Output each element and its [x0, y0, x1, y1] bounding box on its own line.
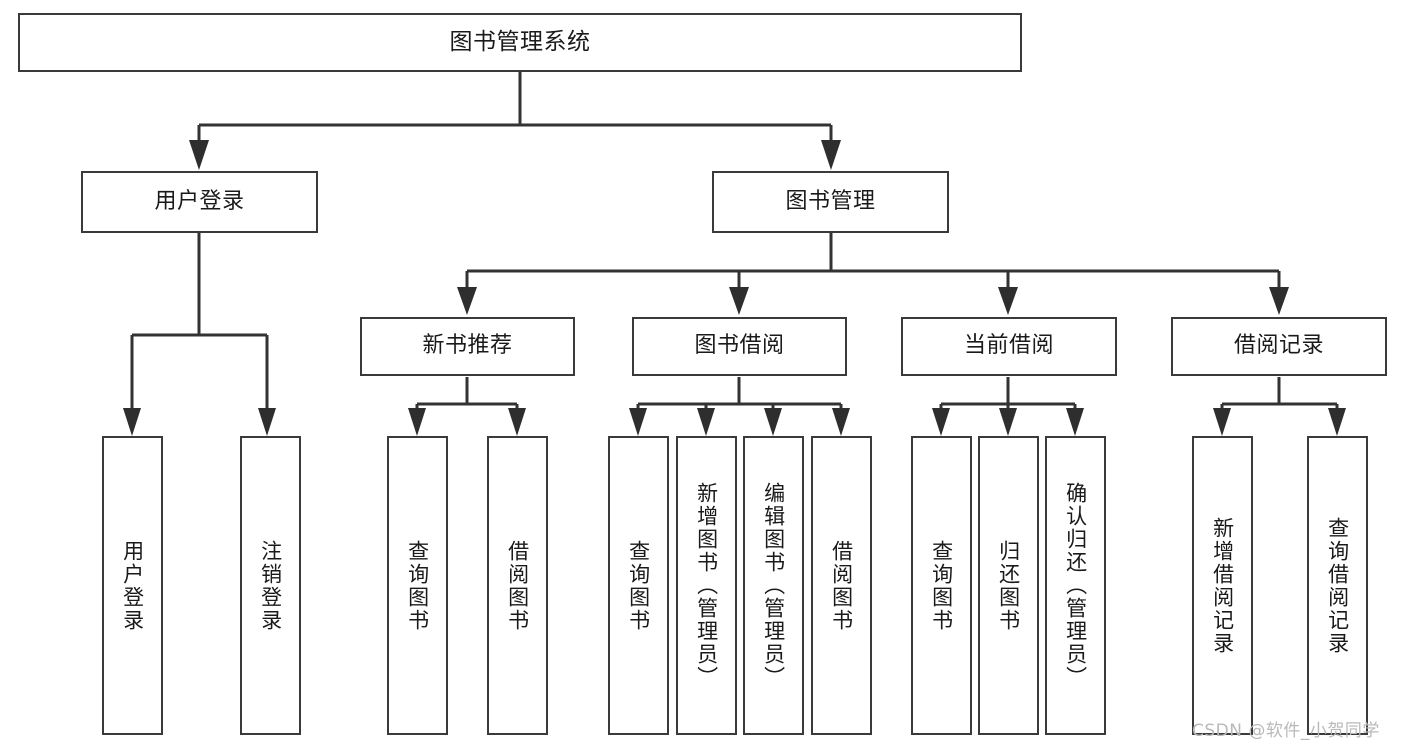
- leaf-new-book-query[interactable]: 查询图书: [387, 436, 448, 735]
- leaf-borrow-record-add[interactable]: 新增借阅记录: [1192, 436, 1253, 735]
- node-new-book-recommend-label: 新书推荐: [422, 333, 513, 359]
- leaf-borrow-record-query-label: 查询借阅记录: [1325, 516, 1350, 655]
- leaf-book-borrow-borrow-label: 借阅图书: [829, 539, 854, 632]
- node-book-borrow-label: 图书借阅: [694, 333, 785, 359]
- leaf-book-borrow-query-label: 查询图书: [626, 539, 651, 632]
- node-root[interactable]: 图书管理系统: [18, 13, 1022, 72]
- leaf-book-borrow-borrow[interactable]: 借阅图书: [811, 436, 872, 735]
- node-book-borrow[interactable]: 图书借阅: [632, 317, 847, 376]
- node-user-login-label: 用户登录: [154, 188, 245, 214]
- leaf-book-borrow-edit[interactable]: 编辑图书（管理员）: [743, 436, 804, 735]
- leaf-new-book-query-label: 查询图书: [405, 539, 430, 632]
- leaf-book-borrow-query[interactable]: 查询图书: [608, 436, 669, 735]
- leaf-book-borrow-add-label: 新增图书（管理员）: [694, 482, 719, 689]
- leaf-current-borrow-return-label: 归还图书: [996, 539, 1021, 632]
- node-borrow-record-label: 借阅记录: [1233, 333, 1324, 359]
- node-new-book-recommend[interactable]: 新书推荐: [360, 317, 575, 376]
- leaf-current-borrow-query-label: 查询图书: [929, 539, 954, 632]
- leaf-current-borrow-confirm-return[interactable]: 确认归还（管理员）: [1045, 436, 1106, 735]
- csdn-watermark: CSDN @软件_小贺同学: [1192, 721, 1380, 741]
- leaf-current-borrow-confirm-return-label: 确认归还（管理员）: [1063, 482, 1088, 689]
- leaf-user-login-signin-label: 用户登录: [120, 539, 145, 632]
- node-current-borrow-label: 当前借阅: [963, 333, 1054, 359]
- leaf-user-login-signout-label: 注销登录: [258, 539, 283, 632]
- node-root-label: 图书管理系统: [449, 29, 591, 56]
- leaf-current-borrow-return[interactable]: 归还图书: [978, 436, 1039, 735]
- node-book-management[interactable]: 图书管理: [712, 171, 949, 233]
- leaf-user-login-signout[interactable]: 注销登录: [240, 436, 301, 735]
- node-borrow-record[interactable]: 借阅记录: [1171, 317, 1387, 376]
- leaf-new-book-borrow[interactable]: 借阅图书: [487, 436, 548, 735]
- leaf-book-borrow-edit-label: 编辑图书（管理员）: [761, 482, 786, 689]
- node-current-borrow[interactable]: 当前借阅: [901, 317, 1117, 376]
- node-book-management-label: 图书管理: [785, 188, 876, 214]
- leaf-borrow-record-add-label: 新增借阅记录: [1210, 516, 1235, 655]
- leaf-book-borrow-add[interactable]: 新增图书（管理员）: [676, 436, 737, 735]
- leaf-user-login-signin[interactable]: 用户登录: [102, 436, 163, 735]
- leaf-borrow-record-query[interactable]: 查询借阅记录: [1307, 436, 1368, 735]
- leaf-current-borrow-query[interactable]: 查询图书: [911, 436, 972, 735]
- node-user-login[interactable]: 用户登录: [81, 171, 318, 233]
- leaf-new-book-borrow-label: 借阅图书: [505, 539, 530, 632]
